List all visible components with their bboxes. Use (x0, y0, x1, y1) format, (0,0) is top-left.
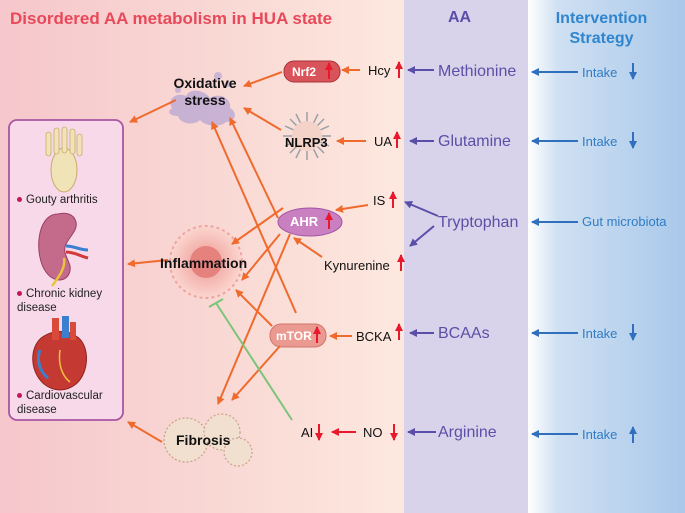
metabolite-bcka: BCKA (356, 329, 392, 344)
aa-methionine: Methionine (438, 63, 517, 80)
inhibition-line (208, 298, 293, 421)
fibrosis-icon (163, 413, 253, 467)
intervention-tryptophan: Gut microbiota (582, 214, 667, 229)
metabolite-kynurenine: Kynurenine (324, 258, 390, 273)
metabolite-hcy: Hcy (368, 63, 391, 78)
kidney-icon (38, 212, 89, 287)
disease-cardiovascular: Cardiovascular disease (17, 389, 121, 417)
outcome-oxidative-stress: Oxidative stress (173, 75, 237, 108)
blue-arrows (531, 68, 578, 438)
level-change-indicators (313, 61, 405, 441)
intervention-column-band (528, 0, 685, 513)
disease-label: Gouty arthritis (26, 194, 98, 206)
mediator-nrf2: Nrf2 (292, 65, 317, 79)
bullet-icon (17, 393, 22, 399)
purple-arrows (404, 66, 439, 436)
oxidative-stress-icon (169, 72, 235, 126)
nlrp3-inflammasome-icon (283, 112, 331, 160)
foot-bones-icon (45, 126, 83, 193)
header-aa: AA (448, 9, 472, 26)
mediator-mtor: mTOR (276, 329, 312, 343)
disease-chronic-kidney: Chronic kidney disease (17, 287, 121, 315)
bullet-icon (17, 291, 22, 297)
header-disordered-metabolism: Disordered AA metabolism in HUA state (10, 9, 333, 28)
aa-arginine: Arginine (438, 424, 497, 441)
disease-gouty-arthritis: Gouty arthritis (17, 193, 121, 207)
metabolite-is: IS (373, 193, 386, 208)
heart-icon (32, 316, 87, 391)
mtor-pill (269, 323, 327, 348)
aa-tryptophan: Tryptophan (438, 214, 519, 231)
intervention-glutamine: Intake (582, 134, 618, 149)
bullet-icon (17, 197, 22, 203)
metabolite-no: NO (363, 425, 383, 440)
intervention-bcaas: Intake (582, 326, 618, 341)
disease-label: Cardiovascular disease (17, 390, 103, 416)
metabolite-ua: UA (374, 134, 393, 149)
header-intervention-strategy: Intervention Strategy (555, 10, 648, 47)
intervention-arginine: Intake (582, 427, 618, 442)
outcome-fibrosis: Fibrosis (176, 432, 231, 448)
intervention-methionine: Intake (582, 65, 618, 80)
orange-arrows (127, 66, 369, 443)
disease-label: Chronic kidney disease (17, 288, 103, 314)
aa-bcaas: BCAAs (438, 325, 490, 342)
mediator-ahr: AHR (290, 214, 319, 229)
inflammation-cell-icon (169, 225, 243, 299)
metabolite-ai: AI (301, 425, 314, 440)
aa-column-band (404, 0, 528, 513)
aa-glutamine: Glutamine (438, 133, 511, 150)
mediator-nlrp3: NLRP3 (285, 135, 328, 150)
outcome-inflammation: Inflammation (160, 255, 248, 271)
